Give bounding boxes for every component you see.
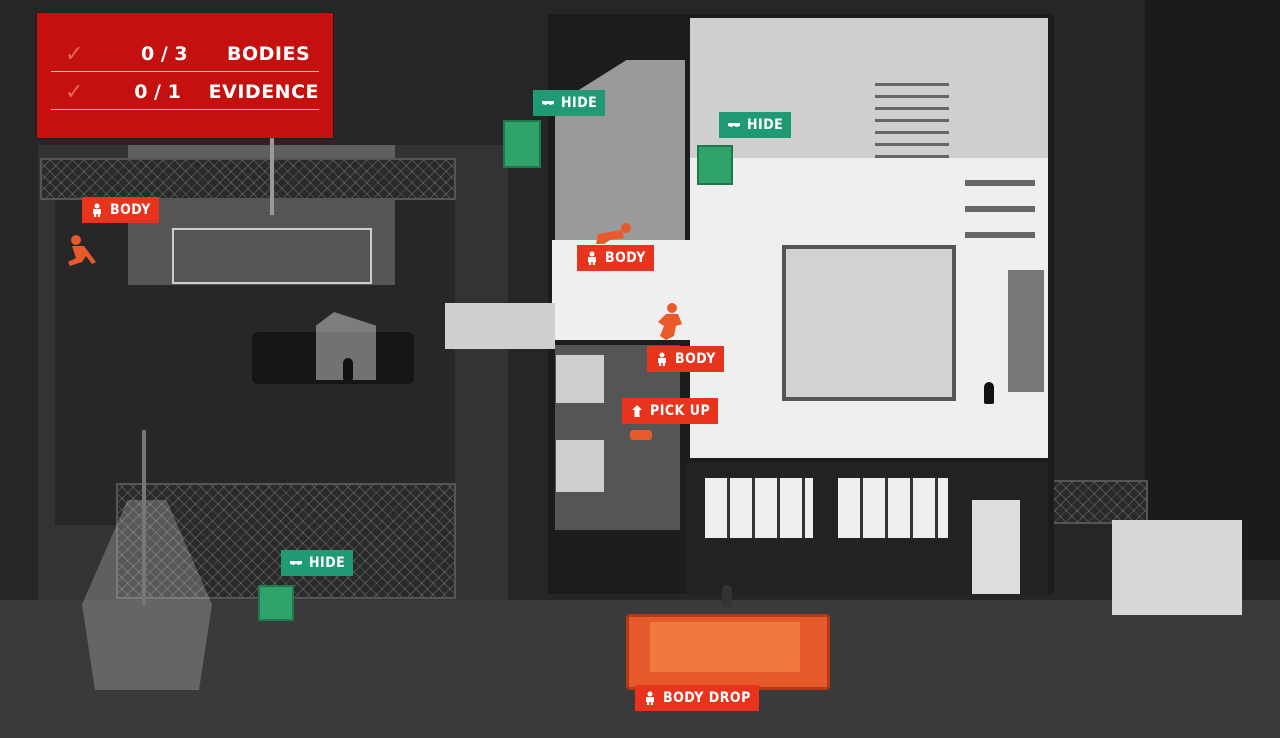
- top-fence: [40, 158, 456, 200]
- tag-label: BODY: [605, 250, 646, 266]
- body-drop-tag[interactable]: BODY DROP: [635, 685, 759, 711]
- black-car: [252, 332, 414, 384]
- lot-fence: [116, 483, 456, 599]
- hide-tag[interactable]: HIDE: [281, 550, 354, 576]
- hide-tag[interactable]: HIDE: [533, 90, 606, 116]
- body-tag[interactable]: BODY: [647, 346, 724, 372]
- dumpster-1[interactable]: [503, 120, 541, 168]
- lamp-post: [142, 430, 146, 605]
- mask-icon: [290, 561, 302, 565]
- body-figure[interactable]: [594, 222, 634, 246]
- hoop-post: [270, 125, 274, 215]
- window-right: [838, 478, 948, 538]
- hall-door: [445, 303, 555, 349]
- tag-label: BODY DROP: [663, 690, 751, 706]
- pick-up-tag[interactable]: PICK UP: [622, 398, 719, 424]
- objective-label: BODIES: [227, 43, 311, 65]
- tag-label: HIDE: [309, 555, 346, 571]
- tag-label: HIDE: [747, 117, 784, 133]
- right-platform: [1112, 520, 1242, 615]
- mask-icon: [542, 101, 554, 105]
- body-figure[interactable]: [652, 302, 686, 342]
- objective-row-evidence: ✓ 0 / 1 EVIDENCE: [51, 75, 319, 110]
- tag-label: PICK UP: [650, 403, 711, 419]
- check-icon: ✓: [65, 41, 84, 67]
- hand-icon: [632, 405, 642, 417]
- player-character[interactable]: [722, 585, 732, 607]
- evidence-item[interactable]: [630, 430, 652, 440]
- body-figure[interactable]: [64, 232, 100, 268]
- boxing-ring: [782, 245, 956, 401]
- person-icon: [646, 691, 654, 705]
- objective-count: 0 / 3: [141, 43, 188, 65]
- hide-tag[interactable]: HIDE: [719, 112, 792, 138]
- objective-row-bodies: ✓ 0 / 3 BODIES: [51, 37, 319, 72]
- objectives-panel: ✓ 0 / 3 BODIES ✓ 0 / 1 EVIDENCE: [37, 13, 333, 138]
- right-building: [1145, 0, 1280, 560]
- lockers-1: [556, 355, 604, 403]
- lockers-2: [556, 440, 604, 492]
- front-door: [972, 500, 1020, 594]
- person-icon: [93, 203, 101, 217]
- objective-label: EVIDENCE: [208, 81, 319, 103]
- weight-rack: [875, 78, 949, 158]
- window-left: [705, 478, 813, 538]
- person-icon: [658, 352, 666, 366]
- body-tag[interactable]: BODY: [82, 197, 159, 223]
- right-fence: [1052, 480, 1148, 524]
- tag-label: BODY: [675, 351, 716, 367]
- court-lines: [172, 228, 372, 284]
- tag-label: HIDE: [561, 95, 598, 111]
- dumpster-3[interactable]: [258, 585, 294, 621]
- objective-count: 0 / 1: [134, 81, 181, 103]
- tag-label: BODY: [110, 202, 151, 218]
- check-icon: ✓: [65, 79, 84, 105]
- body-tag[interactable]: BODY: [577, 245, 654, 271]
- guard-person[interactable]: [984, 382, 994, 404]
- person-icon: [588, 251, 596, 265]
- mask-icon: [728, 123, 740, 127]
- gym-locker: [1008, 270, 1044, 392]
- dumpster-2[interactable]: [697, 145, 733, 185]
- car-roof: [650, 622, 800, 672]
- guard-person[interactable]: [343, 358, 353, 380]
- benches: [965, 170, 1035, 238]
